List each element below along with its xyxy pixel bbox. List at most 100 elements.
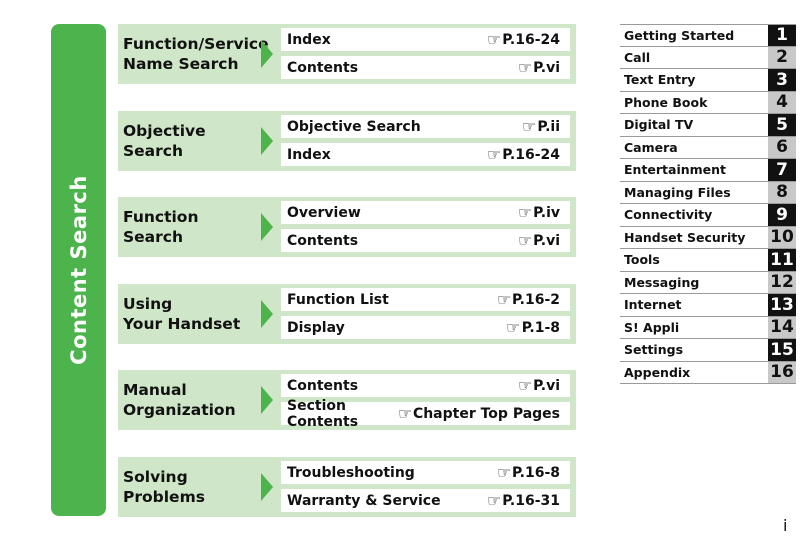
group-label-line: Organization	[123, 401, 236, 419]
page-ref[interactable]: ☜P.16-24	[487, 145, 560, 164]
chapter-index-item[interactable]: S! Appli 14	[620, 316, 796, 339]
entry-link[interactable]: Index ☜P.16-24	[281, 28, 570, 51]
page-number: i	[783, 516, 788, 535]
page-ref[interactable]: ☜P.vi	[518, 376, 560, 395]
entry-link[interactable]: Contents ☜P.vi	[281, 56, 570, 79]
pointing-hand-icon: ☜	[486, 30, 502, 49]
entry-link[interactable]: Overview ☜P.iv	[281, 201, 570, 224]
chapter-number-tab: 8	[768, 181, 796, 203]
page-ref-text: P.vi	[533, 377, 560, 394]
page-ref[interactable]: ☜P.vi	[518, 58, 560, 77]
pointing-hand-icon: ☜	[517, 376, 533, 395]
group-label-line: Name Search	[123, 55, 239, 73]
page-ref[interactable]: ☜P.16-31	[487, 491, 560, 510]
chapter-label: Text Entry	[624, 72, 696, 88]
chapter-label: Messaging	[624, 274, 700, 290]
entry-link[interactable]: Display ☜P.1-8	[281, 316, 570, 339]
entry-link[interactable]: Contents ☜P.vi	[281, 374, 570, 397]
chapter-label: Settings	[624, 342, 684, 358]
pointing-hand-icon: ☜	[486, 491, 502, 510]
chapter-label: Call	[624, 49, 651, 65]
search-group-objective: Objective Search Objective Search ☜P.ii …	[118, 111, 576, 171]
entry-label: Section Contents	[287, 397, 359, 430]
page-ref[interactable]: ☜P.16-24	[487, 30, 560, 49]
entry-label: Index	[287, 31, 331, 48]
group-label: Function Search	[123, 197, 261, 257]
group-label: Using Your Handset	[123, 284, 261, 344]
chapter-index-item[interactable]: Messaging 12	[620, 271, 796, 294]
entry-link[interactable]: Objective Search ☜P.ii	[281, 115, 570, 138]
pointing-hand-icon: ☜	[517, 231, 533, 250]
chapter-label: Handset Security	[624, 229, 746, 245]
chapter-number-tab: 12	[768, 271, 796, 293]
chapter-number-tab: 14	[768, 316, 796, 338]
chapter-label: Managing Files	[624, 184, 731, 200]
page-ref[interactable]: ☜P.vi	[518, 231, 560, 250]
chapter-index-item[interactable]: Settings 15	[620, 339, 796, 362]
page-ref-text: P.ii	[537, 118, 560, 135]
entry-label: Objective Search	[287, 118, 421, 135]
page-ref-text: P.16-24	[502, 146, 560, 163]
page-ref[interactable]: ☜P.16-2	[497, 290, 560, 309]
chapter-label: Getting Started	[624, 27, 735, 43]
page-ref[interactable]: ☜P.ii	[522, 117, 560, 136]
group-label-line: Objective Search	[123, 122, 206, 160]
group-label-line: Function Search	[123, 208, 199, 246]
page-ref-text: P.iv	[533, 204, 560, 221]
page-ref-text: P.vi	[533, 59, 560, 76]
page-ref[interactable]: ☜P.iv	[518, 203, 560, 222]
arrow-right-icon	[261, 386, 273, 414]
search-group-solving-problems: Solving Problems Troubleshooting ☜P.16-8…	[118, 457, 576, 517]
chapter-number-tab: 10	[768, 226, 796, 248]
entry-label: Overview	[287, 204, 361, 221]
page-ref-text: P.16-31	[502, 492, 560, 509]
pointing-hand-icon: ☜	[496, 290, 511, 309]
pointing-hand-icon: ☜	[397, 404, 412, 423]
chapter-label: Entertainment	[624, 162, 727, 178]
chapter-index-item[interactable]: Managing Files 8	[620, 181, 796, 204]
chapter-index-item[interactable]: Getting Started 1	[620, 24, 796, 47]
group-label-line: Your Handset	[123, 315, 241, 333]
page-ref[interactable]: ☜P.16-8	[497, 463, 560, 482]
chapter-number-tab: 9	[768, 204, 796, 226]
entry-label: Contents	[287, 232, 359, 249]
chapter-label: S! Appli	[624, 319, 680, 335]
chapter-number-tab: 15	[768, 339, 796, 361]
chapter-index-item[interactable]: Handset Security 10	[620, 226, 796, 249]
pointing-hand-icon: ☜	[522, 117, 537, 136]
chapter-label: Tools	[624, 252, 660, 268]
entry-link[interactable]: Contents ☜P.vi	[281, 229, 570, 252]
pointing-hand-icon: ☜	[486, 145, 502, 164]
entry-link[interactable]: Section Contents ☜Chapter Top Pages	[281, 398, 570, 430]
arrow-right-icon	[261, 473, 273, 501]
entry-link[interactable]: Troubleshooting ☜P.16-8	[281, 461, 570, 484]
group-label: Function/Service Name Search	[123, 24, 269, 84]
arrow-right-icon	[261, 300, 273, 328]
group-label: Solving Problems	[123, 457, 261, 517]
page-ref[interactable]: ☜Chapter Top Pages	[398, 404, 560, 423]
entry-label: Contents	[287, 377, 359, 394]
content-search-tab: Content Search	[51, 24, 106, 516]
entry-label: Index	[287, 146, 331, 163]
pointing-hand-icon: ☜	[517, 58, 533, 77]
group-label-line: Function/Service	[123, 35, 269, 53]
entry-link[interactable]: Function List ☜P.16-2	[281, 288, 570, 311]
entry-link[interactable]: Index ☜P.16-24	[281, 143, 570, 166]
entry-label: Function List	[287, 291, 389, 308]
group-label-line: Manual	[123, 381, 187, 399]
page-ref[interactable]: ☜P.1-8	[506, 318, 560, 337]
chapter-number-tab: 5	[768, 114, 796, 136]
entry-link[interactable]: Warranty & Service ☜P.16-31	[281, 489, 570, 512]
chapter-number-tab: 1	[768, 25, 796, 46]
